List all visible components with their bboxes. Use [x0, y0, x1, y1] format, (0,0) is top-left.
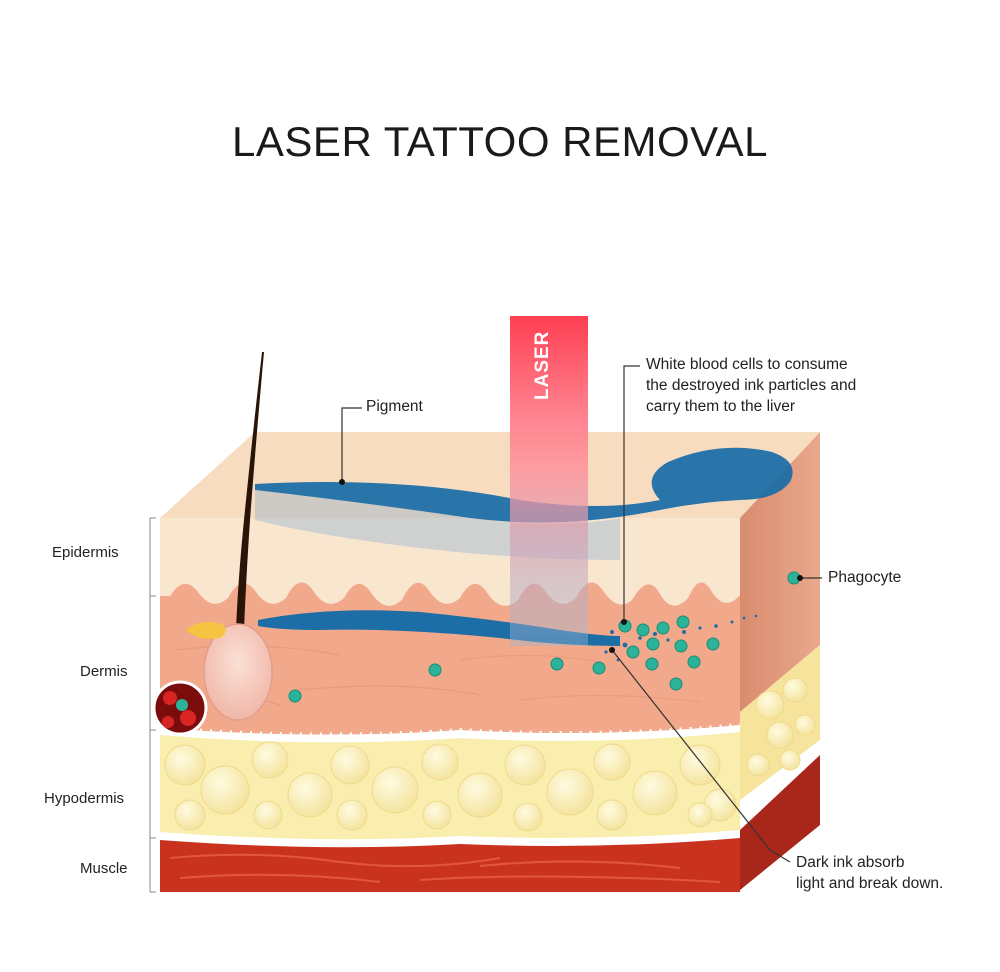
laser-label: LASER	[532, 330, 553, 400]
callout-phagocyte: Phagocyte	[828, 569, 902, 586]
laser-beam	[510, 316, 588, 646]
red-blood-cell	[162, 716, 174, 728]
callout-line-1: Dark ink absorb	[796, 854, 905, 871]
callout-dot	[621, 619, 627, 625]
label-epidermis: Epidermis	[52, 544, 119, 561]
callout-dot	[339, 479, 345, 485]
callout-line-3: carry them to the liver	[646, 398, 796, 415]
callout-pigment: Pigment	[366, 398, 423, 415]
label-hypodermis: Hypodermis	[44, 790, 125, 807]
label-dermis: Dermis	[80, 663, 128, 680]
hair-shaft	[236, 352, 264, 630]
callout-line-2: light and break down.	[796, 875, 944, 892]
callout-dot	[609, 647, 615, 653]
epidermis-layer	[160, 518, 740, 606]
diagram-title: LASER TATTOO REMOVAL	[232, 118, 768, 165]
callout-dark-ink: Dark ink absorb light and break down.	[796, 852, 943, 894]
label-muscle: Muscle	[80, 860, 128, 877]
red-blood-cell	[180, 710, 196, 726]
block-side-muscle	[740, 755, 820, 890]
sebaceous-gland	[186, 622, 226, 639]
callout-white-blood-cells: White blood cells to consume the destroy…	[646, 354, 856, 417]
red-blood-cell	[163, 691, 177, 705]
callout-lines	[341, 365, 822, 863]
fat-cells	[164, 677, 816, 832]
layer-brackets	[149, 517, 156, 893]
callout-line-1: White blood cells to consume	[646, 356, 848, 373]
hair-follicle	[203, 623, 273, 721]
tattoo-ink-upper	[255, 447, 793, 523]
dermis-boundary	[159, 723, 741, 737]
phagocyte-cell	[176, 699, 188, 711]
hypodermis-muscle-boundary	[159, 834, 741, 847]
ink-particles	[597, 614, 758, 662]
phagocytes	[288, 571, 801, 703]
muscle-fibers	[169, 853, 721, 883]
callout-line-2: the destroyed ink particles and	[646, 377, 857, 394]
callout-dot	[797, 575, 803, 581]
block-side-face	[740, 432, 820, 712]
